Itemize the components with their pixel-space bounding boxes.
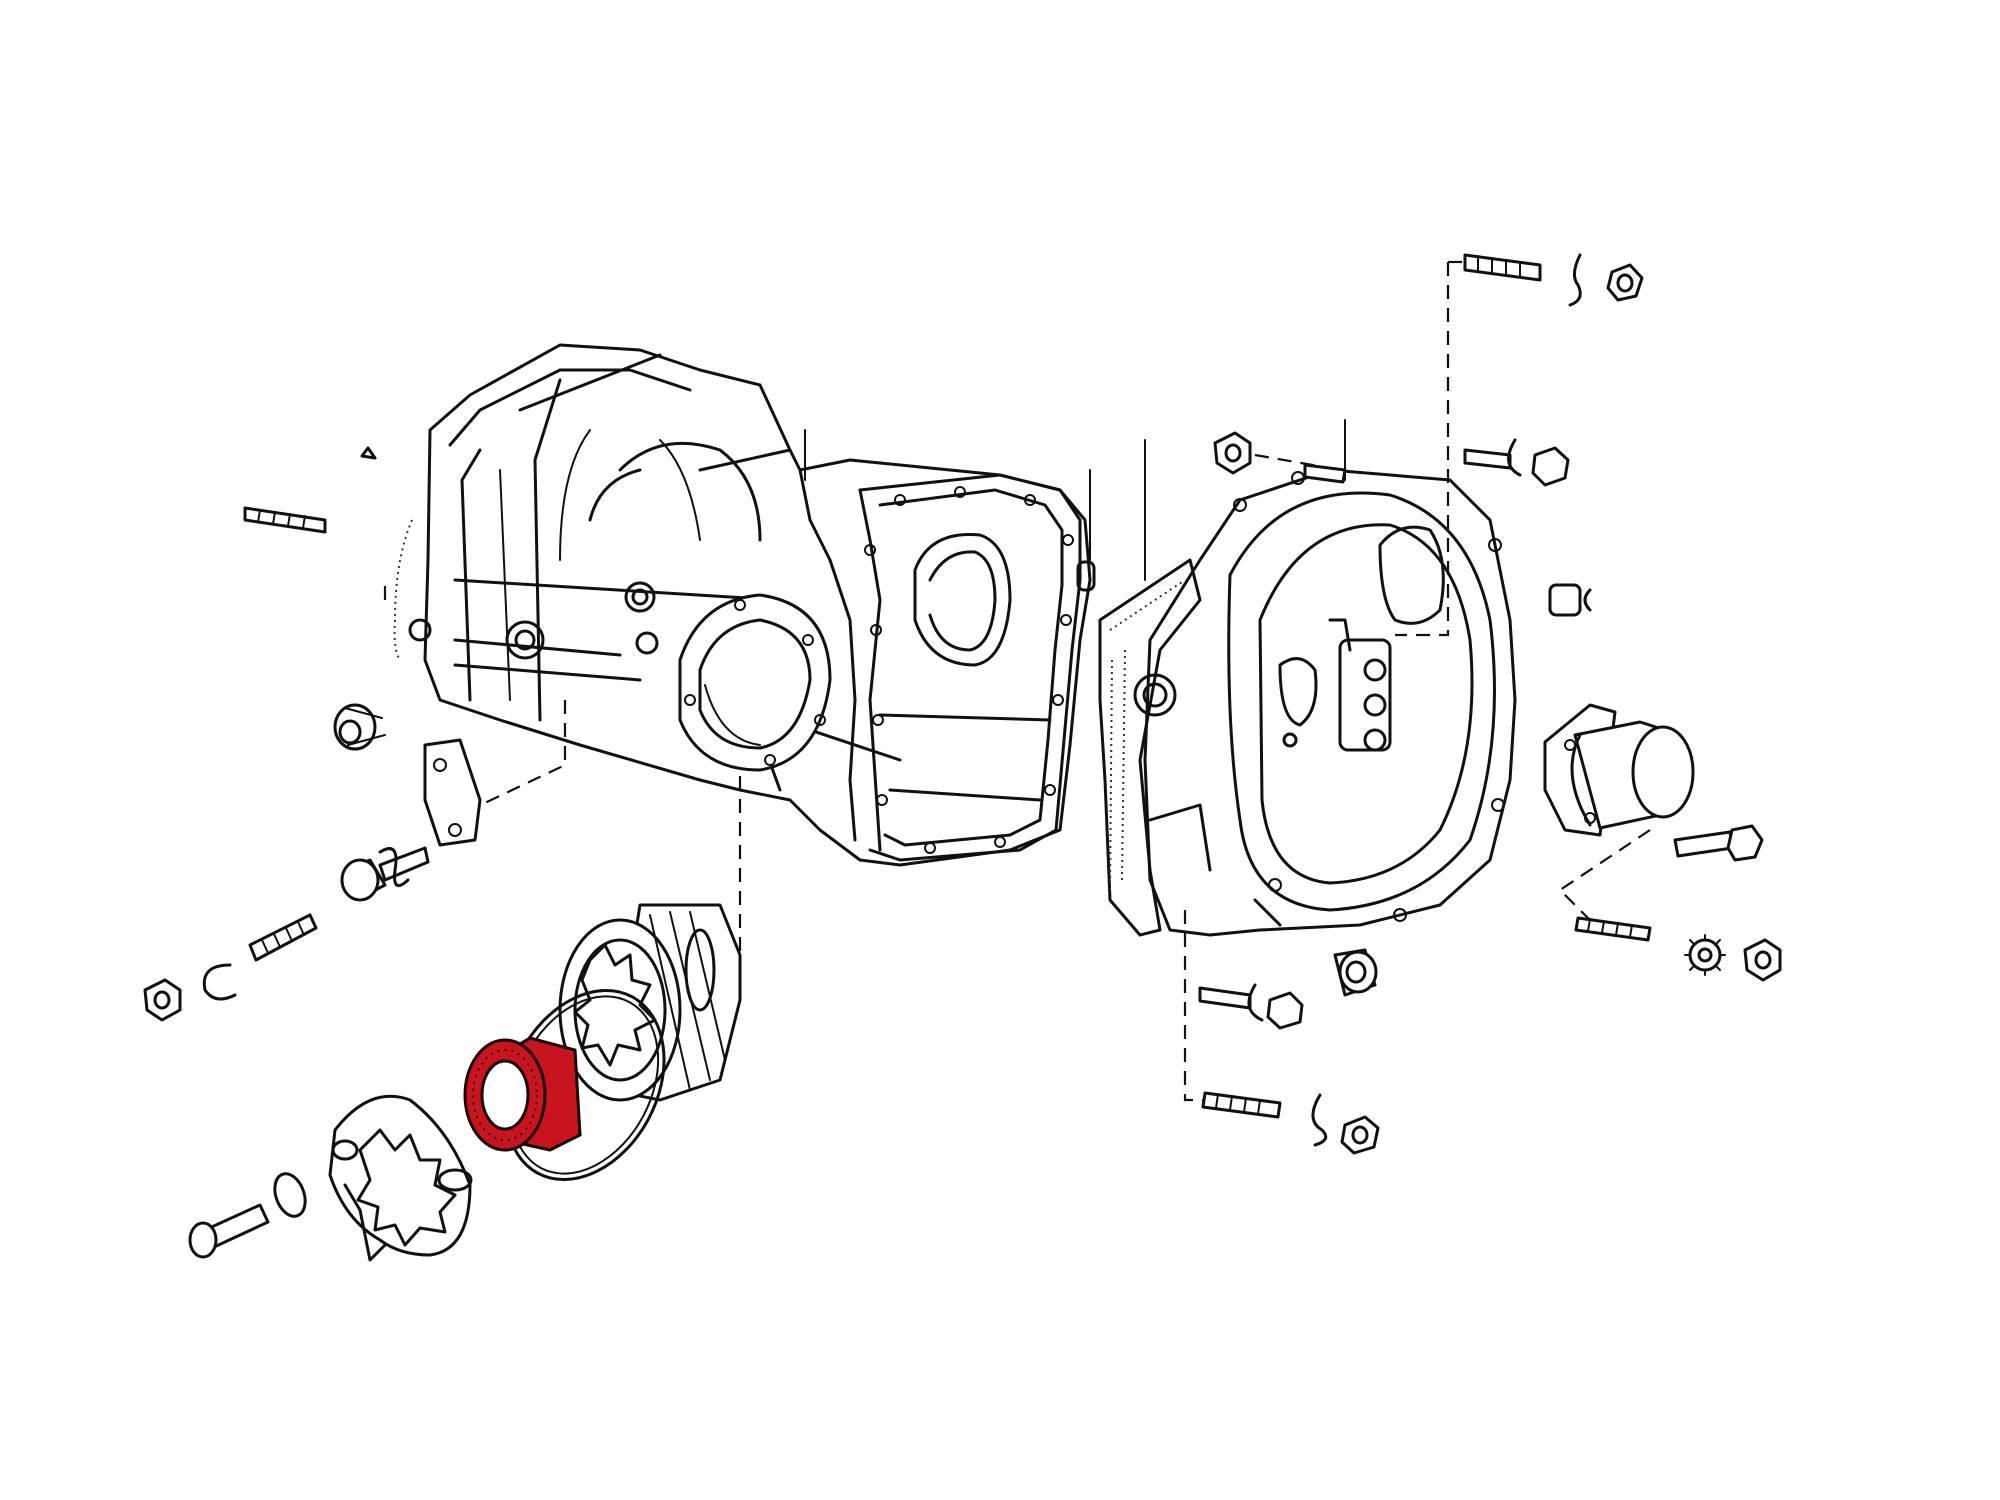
left-fasteners (143, 446, 482, 1022)
cover-screw (188, 1172, 307, 1259)
seal-ring[interactable] (463, 1036, 582, 1152)
release-bearing-cover (1543, 703, 1695, 837)
transmission-case (393, 343, 1096, 867)
gear-drum (558, 903, 742, 1102)
part-reference-lines (804, 419, 1346, 581)
bell-housing (1098, 468, 1517, 937)
right-fasteners (1198, 253, 1782, 1155)
front-cover (328, 1094, 473, 1262)
intermediate-flange (678, 593, 832, 772)
dashed-leader-lines (383, 260, 1651, 1102)
